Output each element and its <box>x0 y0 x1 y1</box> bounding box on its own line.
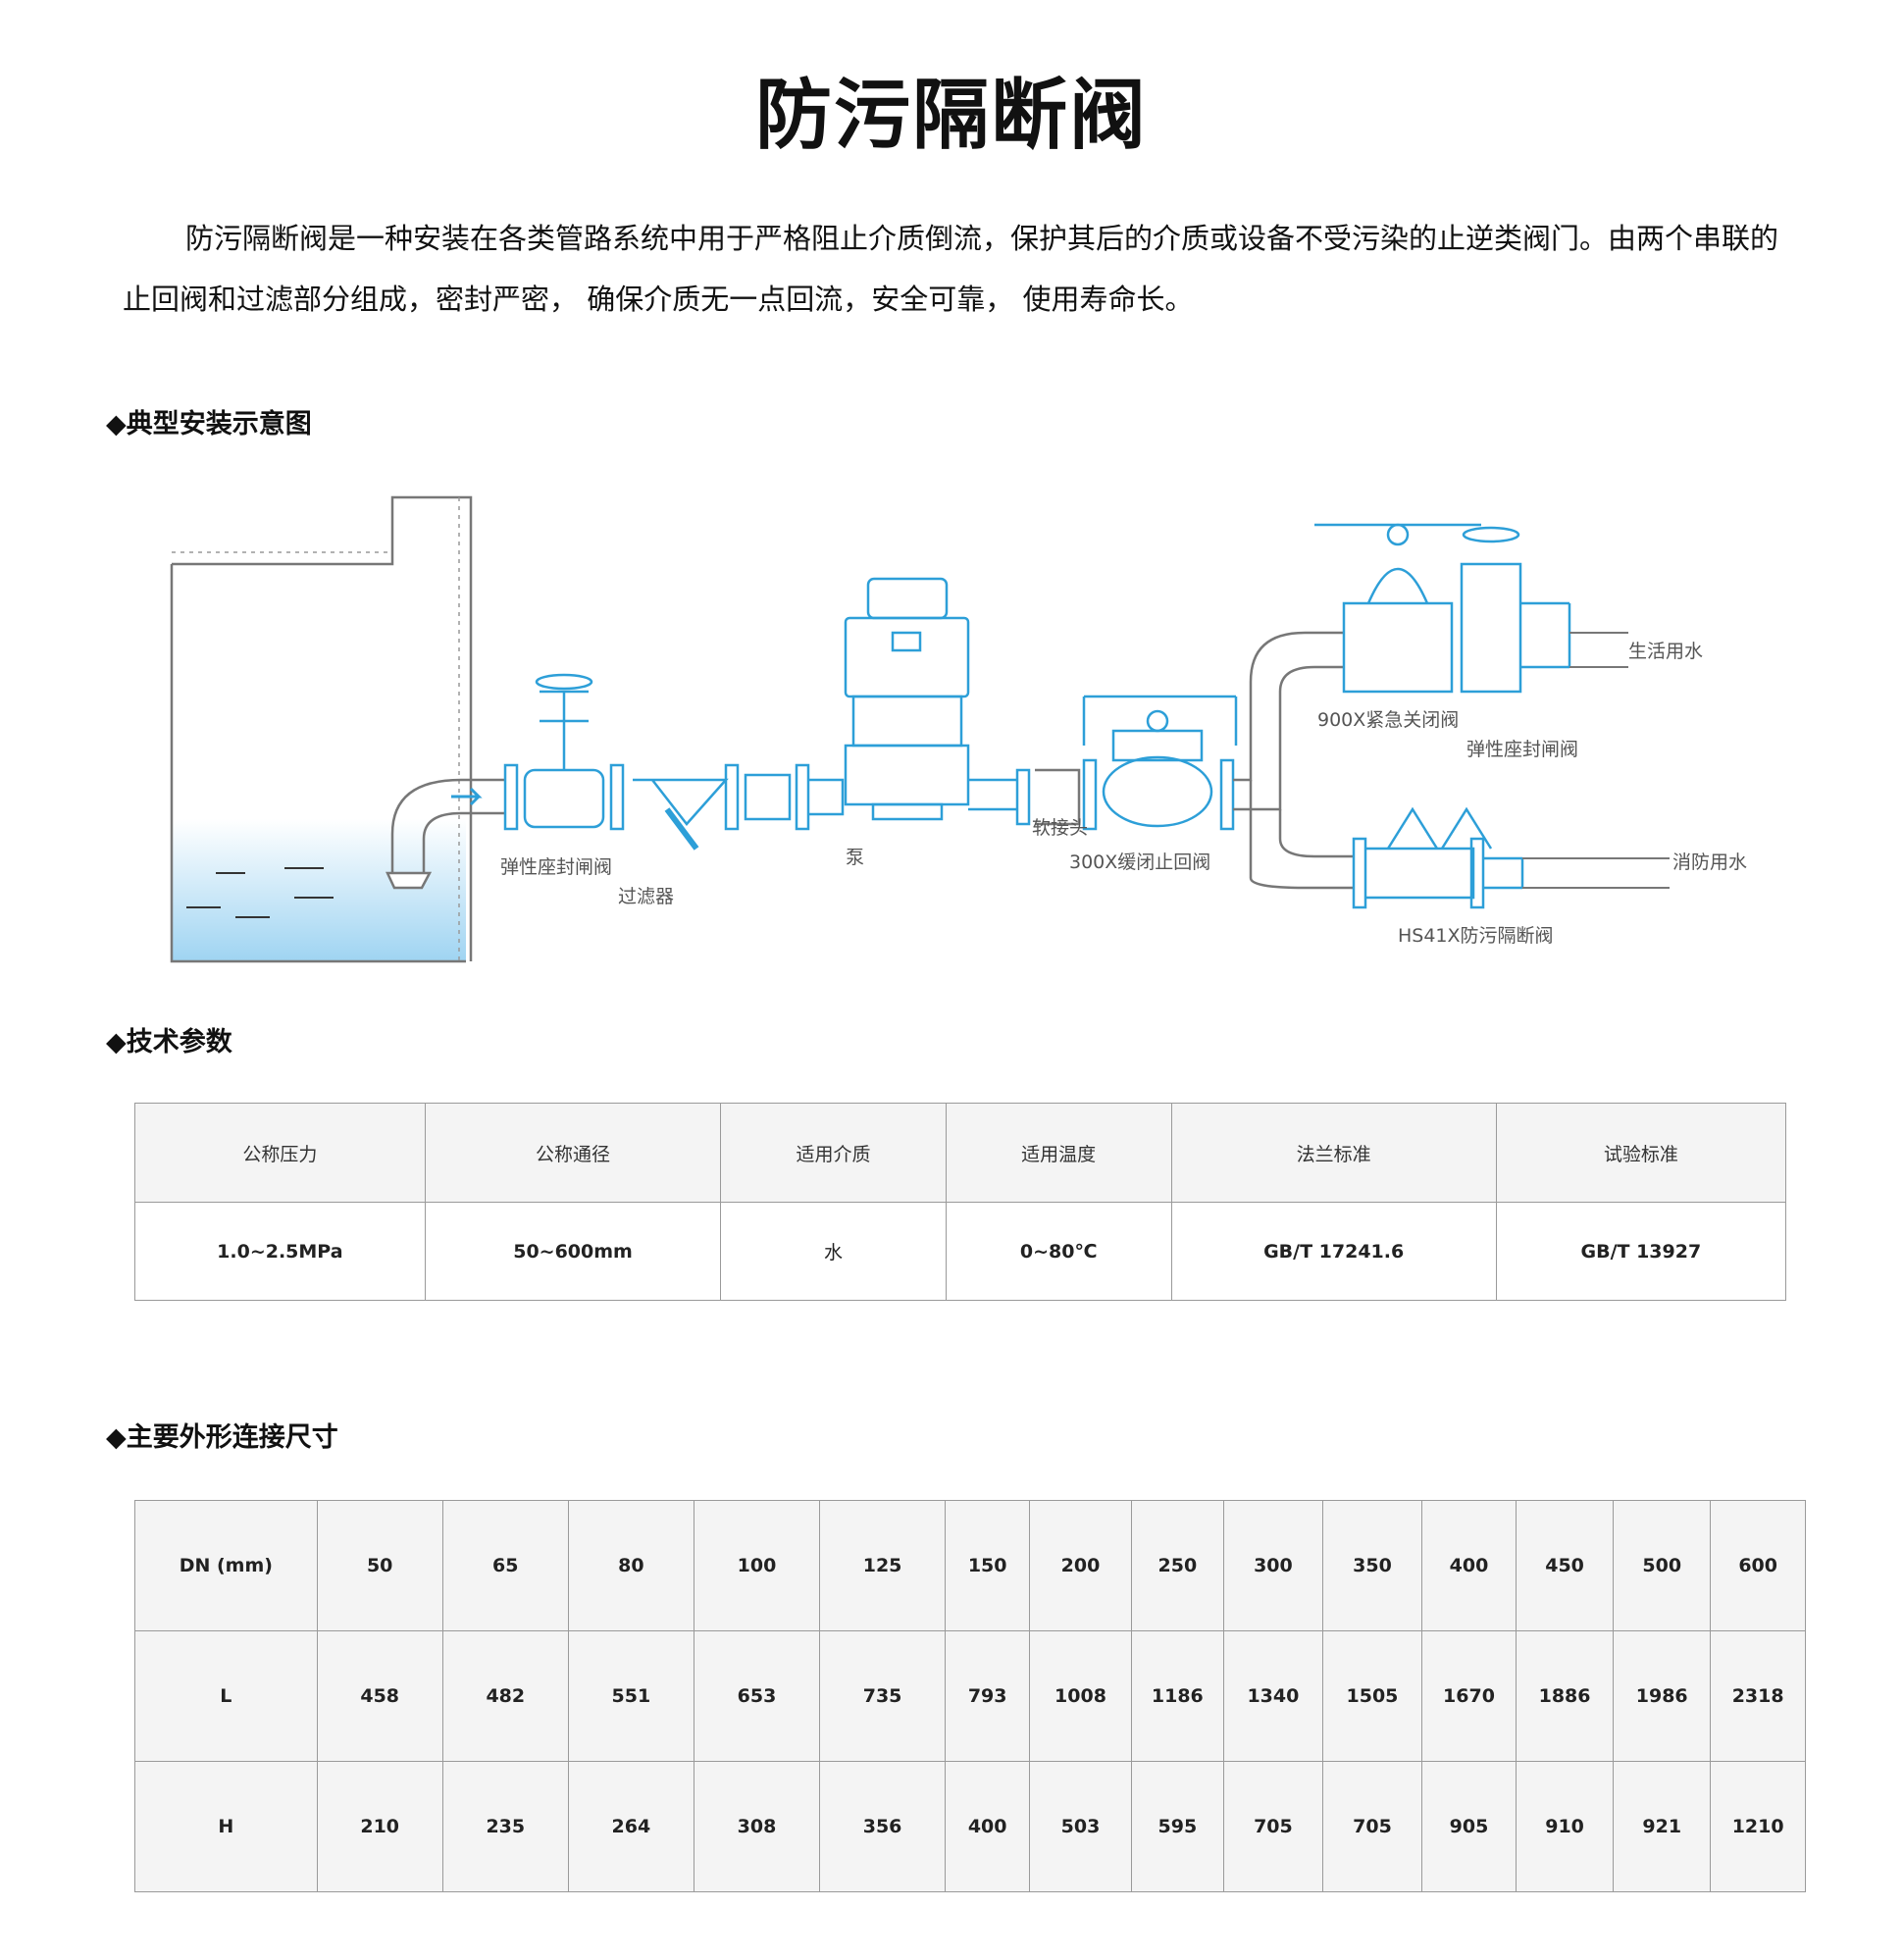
value-cell: 水 <box>720 1202 947 1301</box>
suction-pipe <box>386 778 505 890</box>
table-cell: 1340 <box>1222 1630 1323 1762</box>
table-cell: 503 <box>1029 1761 1132 1892</box>
table-cell: 1670 <box>1421 1630 1517 1762</box>
installation-diagram: 弹性座封闸阀 过滤器 泵 软接头 300X缓闭止回阀 900X紧急关闭阀 弹性座… <box>170 495 1747 963</box>
table-cell: 1210 <box>1710 1761 1806 1892</box>
water-tank <box>170 495 473 963</box>
label-gate-valve-1: 弹性座封闸阀 <box>500 856 612 878</box>
table-cell: 400 <box>1421 1500 1517 1631</box>
table-cell: 250 <box>1130 1500 1224 1631</box>
table-cell: 910 <box>1515 1761 1615 1892</box>
table-cell: 921 <box>1613 1761 1712 1892</box>
table-cell: 200 <box>1029 1500 1132 1631</box>
table-cell: 2318 <box>1710 1630 1806 1762</box>
label-backflow-valve: HS41X防污隔断阀 <box>1398 925 1554 947</box>
install-heading: ◆典型安装示意图 <box>106 409 312 439</box>
intro-paragraph: 防污隔断阀是一种安装在各类管路系统中用于严格阻止介质倒流，保护其后的介质或设备不… <box>123 222 1779 316</box>
main-pipe <box>503 673 845 851</box>
header-cell: 法兰标准 <box>1170 1103 1497 1203</box>
header-cell: 适用温度 <box>945 1103 1172 1203</box>
label-domestic-water: 生活用水 <box>1628 641 1703 662</box>
value-cell: 50~600mm <box>424 1202 722 1301</box>
value-cell: GB/T 13927 <box>1495 1202 1787 1301</box>
header-cell: 适用介质 <box>720 1103 947 1203</box>
table-cell: 595 <box>1130 1761 1224 1892</box>
label-gate-valve-2: 弹性座封闸阀 <box>1466 739 1578 760</box>
table-cell: 735 <box>819 1630 947 1762</box>
table-cell: 551 <box>567 1630 694 1762</box>
table-cell: 50 <box>316 1500 443 1631</box>
table-cell: 1505 <box>1321 1630 1423 1762</box>
pump <box>844 577 970 821</box>
emergency-valve <box>1314 523 1571 694</box>
value-cell: 1.0~2.5MPa <box>134 1202 426 1301</box>
label-soft-joint: 软接头 <box>1032 817 1088 839</box>
page-title: 防污隔断阀 <box>754 71 1148 160</box>
row-header-cell: L <box>134 1630 318 1762</box>
table-cell: 705 <box>1321 1761 1423 1892</box>
label-emergency-valve: 900X紧急关闭阀 <box>1317 709 1459 731</box>
table-cell: 150 <box>945 1500 1031 1631</box>
table-cell: 80 <box>567 1500 694 1631</box>
table-cell: 300 <box>1222 1500 1323 1631</box>
check-valve-assembly <box>968 695 1238 831</box>
table-cell: 482 <box>441 1630 569 1762</box>
table-cell: 1186 <box>1130 1630 1224 1762</box>
row-header-cell: DN (mm) <box>134 1500 318 1631</box>
table-cell: 600 <box>1710 1500 1806 1631</box>
table-cell: 308 <box>693 1761 821 1892</box>
table-cell: 1986 <box>1613 1630 1712 1762</box>
table-cell: 450 <box>1515 1500 1615 1631</box>
table-cell: 500 <box>1613 1500 1712 1631</box>
value-cell: 0~80℃ <box>945 1202 1172 1301</box>
table-cell: 705 <box>1222 1761 1323 1892</box>
table-cell: 905 <box>1421 1761 1517 1892</box>
label-fire-water: 消防用水 <box>1672 851 1747 873</box>
table-cell: 100 <box>693 1500 821 1631</box>
table-cell: 210 <box>316 1761 443 1892</box>
value-cell: GB/T 17241.6 <box>1170 1202 1497 1301</box>
table-cell: 458 <box>316 1630 443 1762</box>
table-cell: 264 <box>567 1761 694 1892</box>
label-check-valve: 300X缓闭止回阀 <box>1069 851 1210 873</box>
backflow-valves <box>1352 806 1524 909</box>
row-header-cell: H <box>134 1761 318 1892</box>
table-cell: 400 <box>945 1761 1031 1892</box>
table-cell: 235 <box>441 1761 569 1892</box>
table-cell: 1886 <box>1515 1630 1615 1762</box>
branch-pipe <box>1233 631 1354 890</box>
table-cell: 1008 <box>1029 1630 1132 1762</box>
header-cell: 试验标准 <box>1495 1103 1787 1203</box>
table-cell: 356 <box>819 1761 947 1892</box>
header-cell: 公称通径 <box>424 1103 722 1203</box>
table-cell: 793 <box>945 1630 1031 1762</box>
label-pump: 泵 <box>846 847 864 868</box>
table-row: 公称压力 公称通径 适用介质 适用温度 法兰标准 试验标准 <box>134 1103 1787 1203</box>
header-cell: 公称压力 <box>134 1103 426 1203</box>
table-cell: 653 <box>693 1630 821 1762</box>
table-row: 1.0~2.5MPa 50~600mm 水 0~80℃ GB/T 17241.6… <box>134 1202 1787 1301</box>
tech-heading: ◆技术参数 <box>106 1027 232 1057</box>
table-cell: 65 <box>441 1500 569 1631</box>
label-filter: 过滤器 <box>618 886 674 907</box>
table-cell: 350 <box>1321 1500 1423 1631</box>
tech-params-table: 公称压力 公称通径 适用介质 适用温度 法兰标准 试验标准 1.0~2.5MPa… <box>134 1103 1787 1301</box>
dims-heading: ◆主要外形连接尺寸 <box>106 1422 338 1453</box>
table-cell: 125 <box>819 1500 947 1631</box>
